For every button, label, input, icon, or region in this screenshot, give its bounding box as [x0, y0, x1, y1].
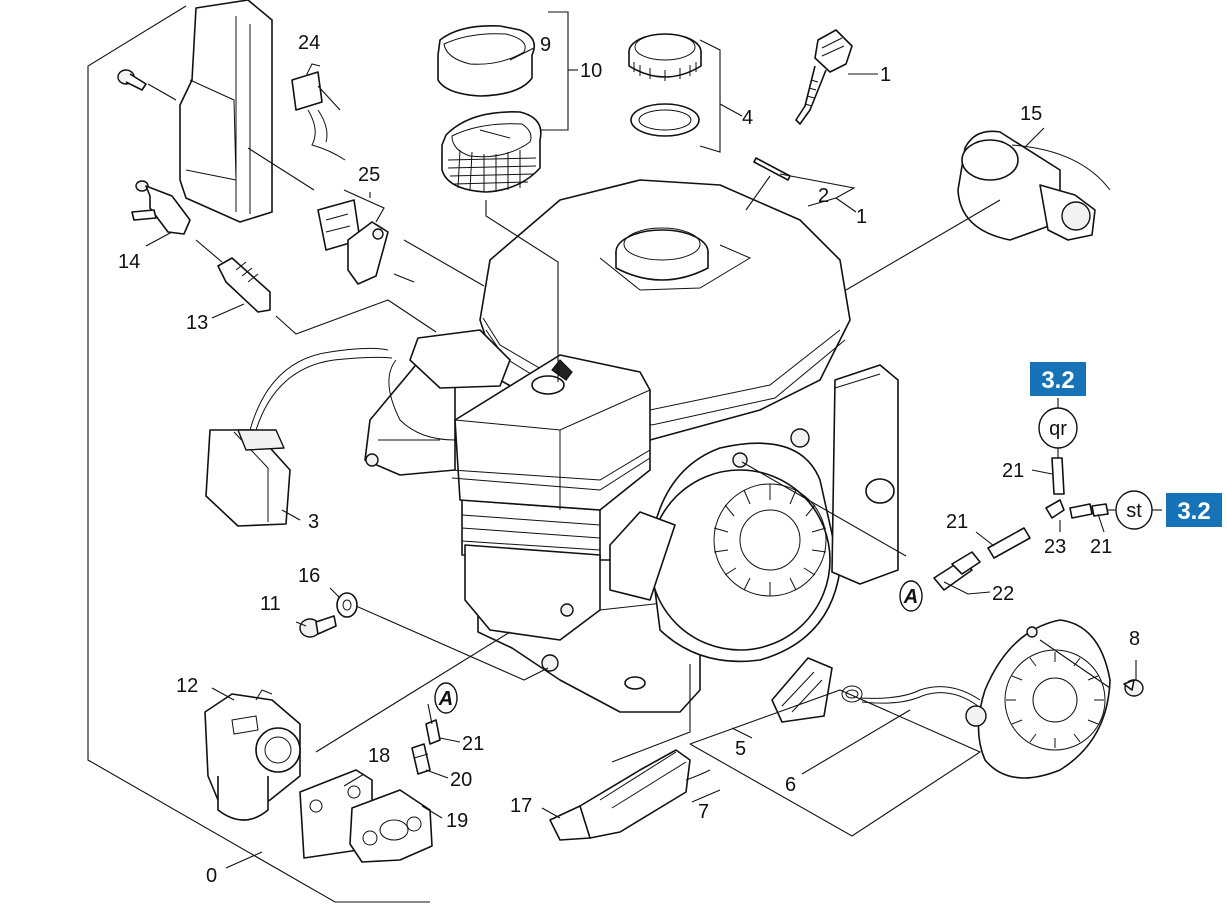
part-heat-shield: [179, 0, 273, 223]
filter-mesh: [447, 149, 537, 192]
ref-box-right-text: 3.2: [1177, 498, 1210, 525]
label-23: 23: [1044, 536, 1066, 558]
part-tee-fitting: [987, 457, 1109, 559]
part-bolt: [299, 615, 337, 638]
part-fuel-fitting: [411, 743, 431, 775]
ref-box-top-text: 3.2: [1041, 367, 1074, 394]
label-25: 25: [358, 164, 380, 186]
engine-block: [364, 179, 899, 713]
bubble-st: st: [1115, 490, 1153, 530]
label-24: 24: [298, 32, 320, 54]
part-ignition-bracket: [317, 199, 389, 285]
ref-box-right[interactable]: 3.2: [1166, 493, 1222, 527]
label-21-left: 21: [462, 733, 484, 755]
bubble-qr-text: qr: [1049, 418, 1067, 440]
label-6: 6: [785, 774, 796, 796]
part-screw: [117, 69, 147, 91]
part-washer: [336, 592, 358, 618]
label-16: 16: [298, 565, 320, 587]
part-starter-motor: [957, 130, 1111, 241]
label-12: 12: [176, 675, 198, 697]
bubble-a-connector: A: [899, 580, 923, 612]
label-17: 17: [510, 795, 532, 817]
label-22: 22: [992, 583, 1014, 605]
part-spark-plug: [217, 257, 271, 313]
part-insulator: [349, 789, 433, 863]
flywheel-vents: [713, 484, 827, 596]
label-18: 18: [368, 745, 390, 767]
part-recoil-starter: [965, 619, 1111, 779]
label-20: 20: [450, 769, 472, 791]
bubble-a-fitting: A: [434, 682, 458, 714]
leader-lines: [145, 11, 1162, 869]
label-11: 11: [260, 593, 281, 615]
label-1-cap: 1: [880, 64, 891, 86]
label-21-mid: 21: [946, 511, 968, 533]
label-21-top: 21: [1002, 460, 1024, 482]
label-15: 15: [1020, 103, 1042, 125]
label-14: 14: [118, 251, 140, 273]
part-air-filter: [437, 24, 542, 193]
label-1-pin: 1: [856, 206, 867, 228]
label-8: 8: [1129, 628, 1140, 650]
label-10: 10: [580, 60, 602, 82]
bubble-a-connector-text: A: [903, 586, 918, 608]
part-filler-cap: [628, 33, 702, 137]
part-ignition-coil: [205, 347, 393, 527]
label-13: 13: [186, 312, 208, 334]
part-carburettor: [204, 689, 301, 821]
bubble-st-text: st: [1126, 500, 1142, 522]
label-0: 0: [206, 865, 217, 887]
part-recoil-handle: [549, 749, 711, 841]
label-19: 19: [446, 810, 468, 832]
bubble-qr: qr: [1038, 407, 1078, 449]
label-21-right: 21: [1090, 536, 1112, 558]
ref-box-top[interactable]: 3.2: [1030, 362, 1086, 396]
label-3: 3: [308, 511, 319, 533]
part-number-labels: 0 1 1 2 3 4 5 6 7 8 9 10 11 12 13 14 15 …: [118, 32, 1140, 887]
part-fuel-tap: [131, 180, 191, 235]
part-fuel-cap-dipstick: [795, 29, 853, 125]
part-connector: [933, 551, 981, 591]
reference-boxes: 3.2 3.2: [1030, 362, 1222, 527]
bubble-a-fitting-text: A: [438, 688, 453, 710]
part-switch: [291, 63, 346, 161]
part-recoil-bolt: [1123, 679, 1144, 697]
label-4: 4: [742, 107, 753, 129]
label-7: 7: [698, 801, 709, 823]
label-2: 2: [818, 185, 829, 207]
label-5: 5: [735, 738, 746, 760]
part-recoil-rope: [841, 685, 981, 707]
label-9: 9: [540, 34, 551, 56]
part-pin: [753, 157, 791, 181]
part-starter-grip: [771, 657, 833, 723]
part-fuel-hose: [425, 719, 441, 745]
assembly-bracket-lines: [87, 5, 430, 903]
connector-bubbles: qr st A A: [434, 407, 1153, 714]
